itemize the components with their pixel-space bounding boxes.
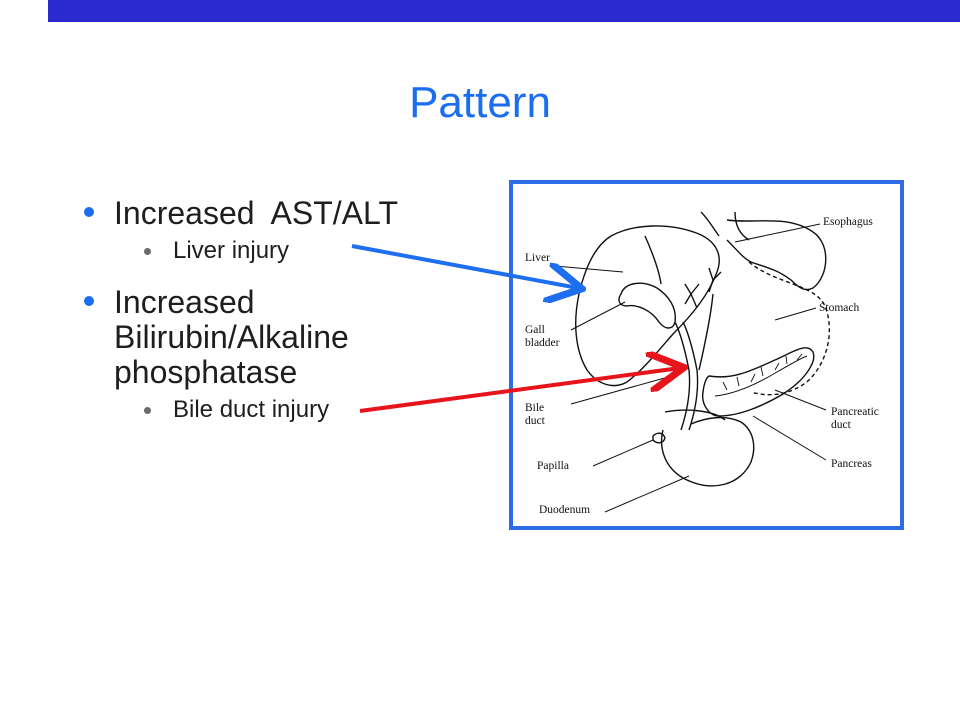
papilla-shape: [652, 432, 666, 444]
top-accent-bar: [48, 0, 960, 22]
label-gall-bladder: Gall bladder: [525, 324, 560, 349]
pancreas-shape: [702, 347, 815, 417]
label-papilla: Papilla: [537, 460, 569, 472]
bullet-bilirubin: Increased Bilirubin/Alkaline phosphatase: [84, 285, 404, 390]
bullet-ast-alt: Increased AST/ALT: [84, 196, 504, 231]
bullet-dot-icon: [84, 207, 94, 217]
liver-shape: [575, 225, 720, 387]
anatomy-drawing: [554, 211, 831, 513]
bullet-text: Increased Bilirubin/Alkaline phosphatase: [114, 284, 349, 390]
sub-bullet-text: Liver injury: [173, 237, 290, 264]
gall-bladder-shape: [618, 282, 676, 329]
duodenum-shape: [660, 416, 755, 487]
label-liver: Liver: [525, 252, 550, 264]
sub-bullet-liver-injury: Liver injury: [144, 237, 504, 265]
bullet-dot-icon: [84, 296, 94, 306]
bullet-list: Increased AST/ALT Liver injury Increased…: [84, 196, 504, 444]
anatomy-figure: Esophagus Liver Stomach Gall bladder Bil…: [509, 180, 904, 530]
esophagus-shape: [700, 211, 750, 241]
label-esophagus: Esophagus: [823, 216, 873, 228]
label-bile-duct: Bile duct: [525, 402, 545, 427]
label-duodenum: Duodenum: [539, 504, 591, 516]
sub-bullet-bile-duct-injury: Bile duct injury: [144, 396, 504, 424]
label-stomach: Stomach: [819, 302, 860, 314]
stomach-outline-dashed: [748, 261, 831, 396]
label-pancreatic-duct: Pancreatic duct: [831, 406, 879, 431]
leader-lines: [554, 223, 827, 513]
bile-duct-shape: [674, 321, 699, 431]
label-pancreas: Pancreas: [831, 458, 872, 470]
sub-bullet-text: Bile duct injury: [173, 396, 330, 423]
sub-bullet-dot-icon: [144, 248, 151, 255]
sub-bullet-dot-icon: [144, 407, 151, 414]
slide-title: Pattern: [409, 78, 551, 127]
stomach-shape: [726, 219, 827, 291]
bullet-text: Increased AST/ALT: [114, 195, 398, 231]
